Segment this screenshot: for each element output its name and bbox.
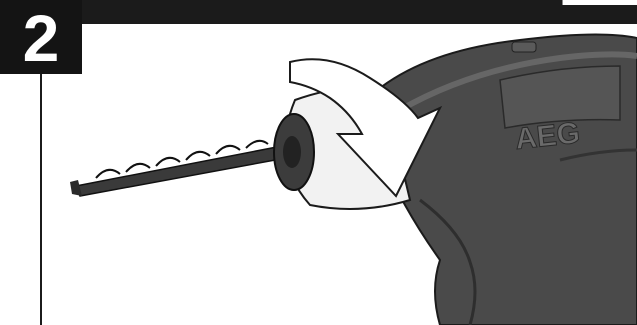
drill-body (380, 34, 637, 325)
drill-bit (70, 141, 286, 196)
tool-logo: AEG (513, 116, 581, 156)
